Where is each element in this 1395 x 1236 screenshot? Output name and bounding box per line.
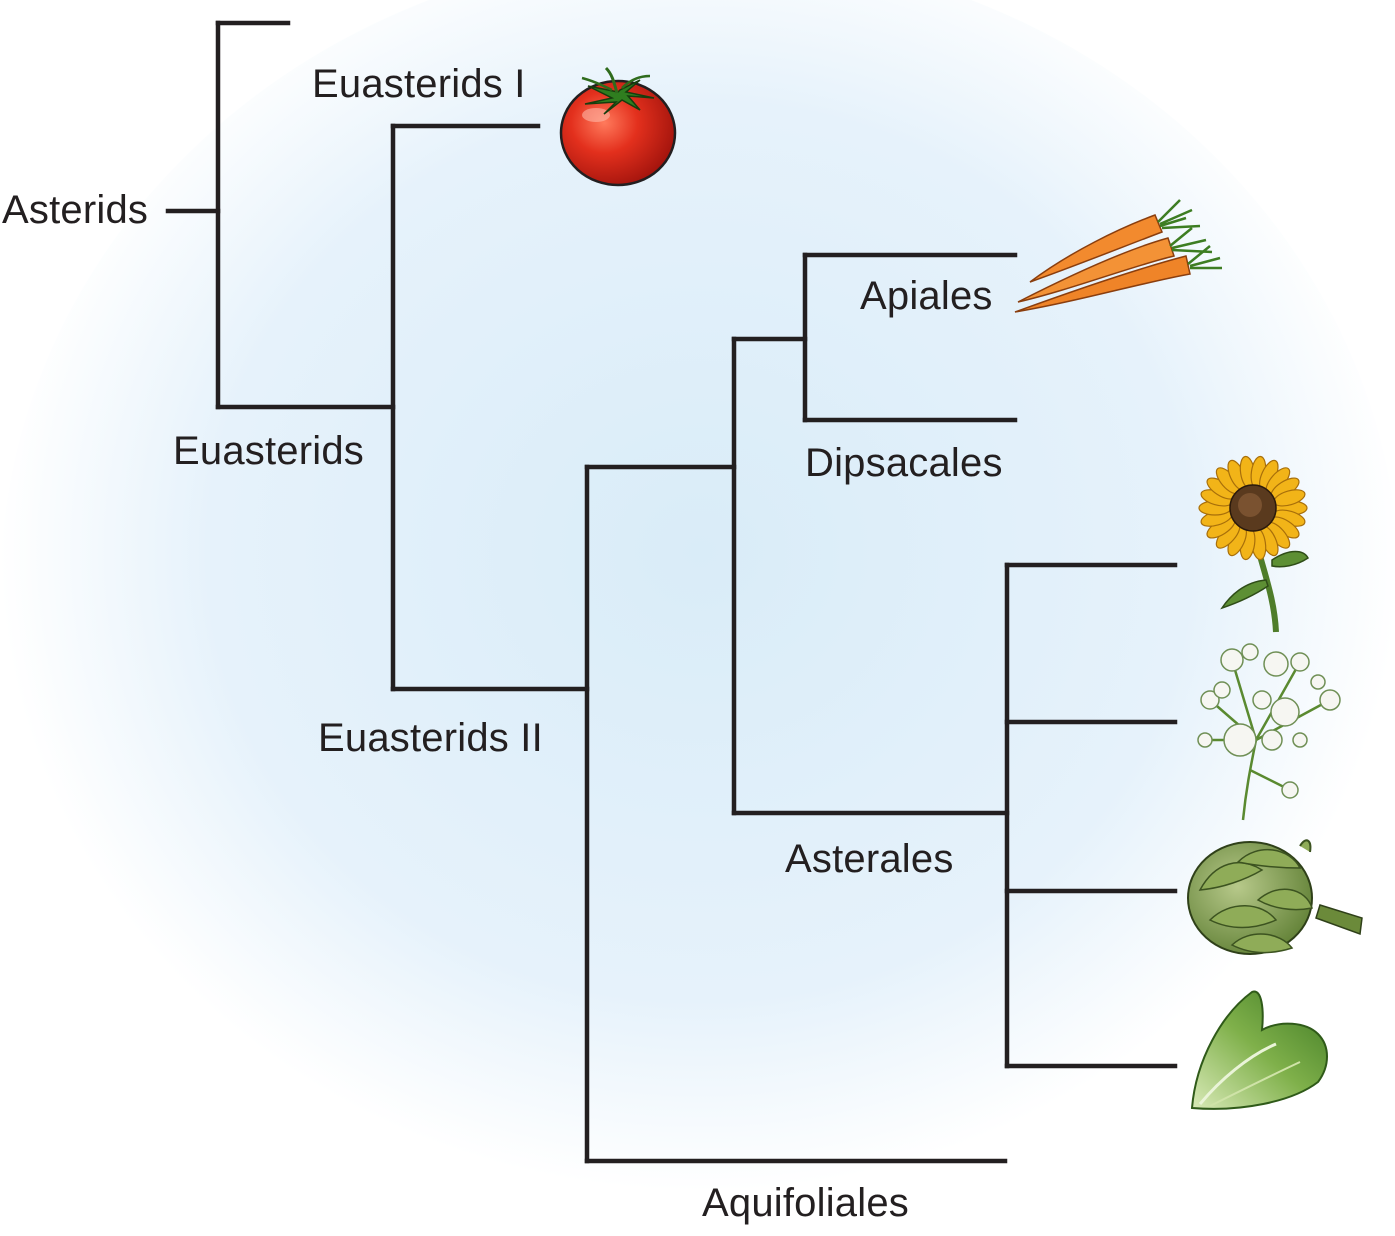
label-aquifoliales: Aquifoliales: [702, 1181, 909, 1225]
tomato-icon: [559, 66, 677, 187]
label-asterales: Asterales: [785, 837, 954, 881]
babys-breath-bloom: [1270, 697, 1300, 727]
babys-breath-bloom: [1261, 729, 1283, 751]
lettuce-icon: [1190, 990, 1328, 1110]
sunflower-icon: [1198, 455, 1309, 633]
babys-breath-bloom: [1263, 651, 1289, 677]
babys-breath-icon: [1197, 643, 1341, 821]
label-asterids: Asterids: [2, 188, 149, 232]
babys-breath-bloom: [1200, 690, 1220, 710]
babys-breath-bloom: [1281, 781, 1299, 799]
babys-breath-bloom: [1319, 689, 1341, 711]
babys-breath-bloom: [1223, 723, 1257, 757]
babys-breath-bloom: [1197, 732, 1213, 748]
artichoke-icon: [1187, 839, 1363, 955]
babys-breath-bloom: [1213, 681, 1231, 699]
babys-breath-bloom: [1220, 648, 1244, 672]
label-euasterids-2: Euasterids II: [318, 716, 543, 760]
babys-breath-bloom: [1292, 732, 1308, 748]
babys-breath-bloom: [1252, 690, 1272, 710]
label-dipsacales: Dipsacales: [805, 441, 1003, 485]
babys-breath-bloom: [1310, 674, 1326, 690]
label-apiales: Apiales: [860, 274, 993, 318]
label-euasterids-1: Euasterids I: [312, 62, 526, 106]
label-euasterids: Euasterids: [173, 429, 364, 473]
tree-branches: [165, 20, 1178, 1164]
carrot-icon: [1014, 199, 1222, 313]
babys-breath-bloom: [1290, 652, 1310, 672]
babys-breath-bloom: [1241, 643, 1259, 661]
